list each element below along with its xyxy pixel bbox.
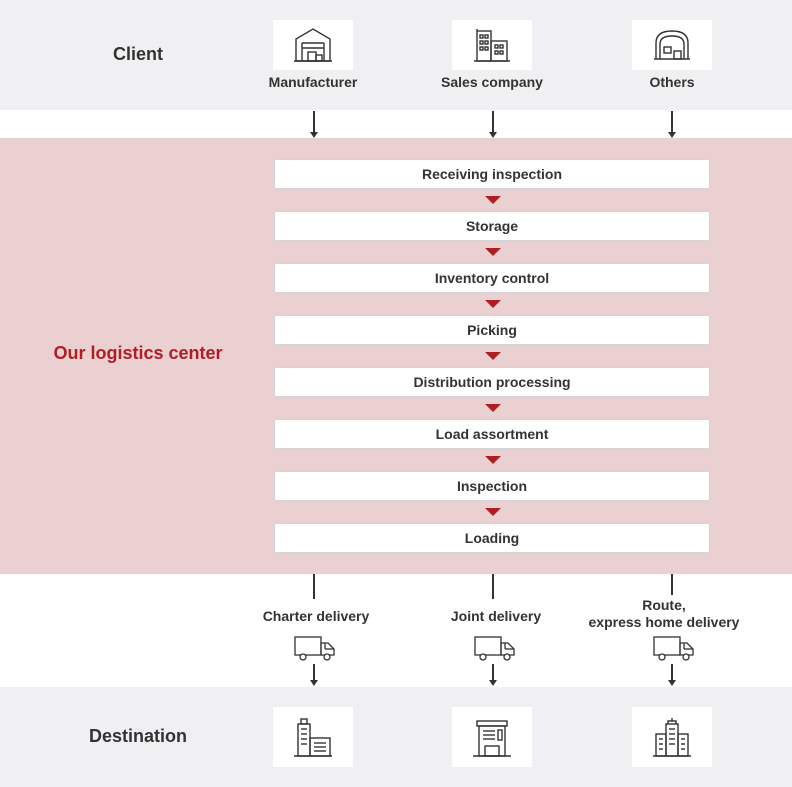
flow-arrowhead bbox=[310, 132, 318, 138]
delivery-label-joint-text: Joint delivery bbox=[450, 608, 542, 624]
tower-building-icon bbox=[632, 707, 712, 767]
client-label-manufacturer: Manufacturer bbox=[268, 74, 358, 90]
step-arrow bbox=[485, 300, 501, 308]
client-label-others: Others bbox=[649, 74, 695, 90]
step-receiving-inspection: Receiving inspection bbox=[274, 159, 710, 189]
destination-row-label: Destination bbox=[88, 726, 187, 746]
step-storage: Storage bbox=[274, 211, 710, 241]
step-arrow bbox=[485, 456, 501, 464]
logistics-center-label: Our logistics center bbox=[53, 343, 223, 363]
flow-arrow-line bbox=[313, 664, 315, 682]
flow-line bbox=[492, 574, 494, 599]
flow-arrowhead bbox=[668, 680, 676, 686]
logistics-center-band bbox=[0, 138, 792, 574]
client-label-sales-company: Sales company bbox=[441, 74, 543, 90]
flow-arrow-line bbox=[313, 111, 315, 135]
flow-line bbox=[671, 574, 673, 595]
flow-arrowhead bbox=[310, 680, 318, 686]
delivery-label-route-line1: Route, bbox=[642, 597, 686, 613]
truck-icon bbox=[653, 636, 694, 661]
store-building-icon bbox=[452, 707, 532, 767]
step-inventory-control: Inventory control bbox=[274, 263, 710, 293]
step-distribution-processing: Distribution processing bbox=[274, 367, 710, 397]
flow-arrow-line bbox=[671, 664, 673, 682]
office-buildings-icon bbox=[452, 20, 532, 70]
truck-icon bbox=[474, 636, 515, 661]
flow-arrowhead bbox=[489, 680, 497, 686]
flow-arrowhead bbox=[489, 132, 497, 138]
step-arrow bbox=[485, 508, 501, 516]
step-loading: Loading bbox=[274, 523, 710, 553]
flow-line bbox=[313, 574, 315, 599]
delivery-label-route: Route, express home delivery bbox=[574, 597, 754, 631]
step-load-assortment: Load assortment bbox=[274, 419, 710, 449]
step-inspection: Inspection bbox=[274, 471, 710, 501]
flow-arrow-line bbox=[671, 111, 673, 135]
building-with-sign-icon bbox=[273, 707, 353, 767]
delivery-label-charter: Charter delivery bbox=[226, 608, 406, 625]
truck-icon bbox=[294, 636, 335, 661]
flow-arrow-line bbox=[492, 664, 494, 682]
step-arrow bbox=[485, 196, 501, 204]
warehouse-icon bbox=[632, 20, 712, 70]
delivery-label-charter-text: Charter delivery bbox=[262, 608, 370, 624]
client-row-label: Client bbox=[112, 44, 163, 64]
flow-arrow-line bbox=[492, 111, 494, 135]
step-arrow bbox=[485, 352, 501, 360]
factory-icon bbox=[273, 20, 353, 70]
step-picking: Picking bbox=[274, 315, 710, 345]
flow-arrowhead bbox=[668, 132, 676, 138]
delivery-label-route-line2: express home delivery bbox=[588, 614, 740, 630]
step-arrow bbox=[485, 248, 501, 256]
step-arrow bbox=[485, 404, 501, 412]
delivery-label-joint: Joint delivery bbox=[406, 608, 586, 625]
